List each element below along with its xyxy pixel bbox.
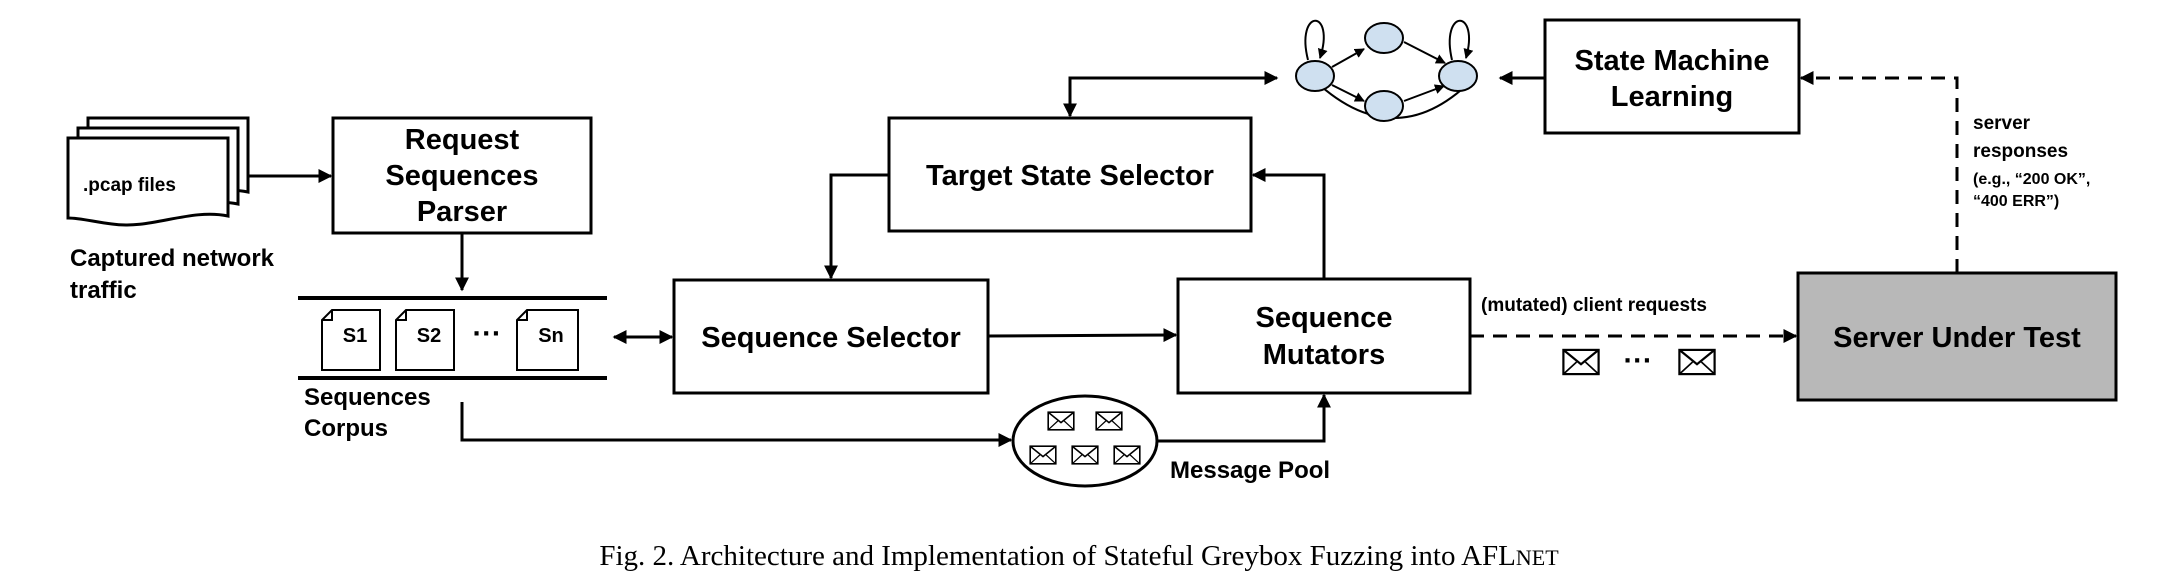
message-envelope-icon [1071, 445, 1099, 465]
figure-caption: Fig. 2. Architecture and Implementation … [599, 540, 1559, 572]
sequence-file-icon [395, 309, 455, 371]
message-envelope-icon [1095, 411, 1123, 431]
responses-label-1: server [1973, 113, 2031, 134]
mutators-label-1: Sequence [1256, 302, 1393, 334]
sequence-file-icon [516, 309, 579, 371]
target-to-selector-arrow [824, 173, 889, 280]
request-envelope-icon [1562, 348, 1600, 376]
message-envelope-icon [1047, 411, 1075, 431]
state-machine-learning-box [1543, 18, 1801, 135]
sequence-selector-label: Sequence Selector [701, 322, 961, 354]
state-machine-label-2: Learning [1611, 81, 1733, 113]
server-under-test-label: Server Under Test [1833, 322, 2081, 354]
request-sequences-parser-box [331, 116, 593, 235]
responses-label-3: (e.g., “200 OK”, [1973, 171, 2090, 188]
responses-label-4: “400 ERR”) [1973, 193, 2059, 210]
captured-traffic-label-1: Captured network [70, 245, 275, 272]
state-machine-graph [1295, 19, 1478, 122]
requests-ellipsis: ··· [1624, 345, 1653, 377]
sequence-file-icon [321, 309, 381, 371]
sequence-s1: S1 [343, 325, 367, 347]
responses-arrow [1799, 71, 1959, 273]
parser-label-2: Sequences [385, 160, 538, 192]
sequence-mutators-box [1176, 277, 1472, 395]
target-state-selector-box [887, 116, 1253, 233]
mutators-label-2: Mutators [1263, 339, 1385, 371]
pcap-files-label: .pcap files [83, 175, 176, 196]
target-state-selector-label: Target State Selector [926, 160, 1214, 192]
pool-to-mutators-arrow [1157, 393, 1331, 443]
pcap-files-icon [66, 116, 250, 227]
corpus-label-2: Corpus [304, 415, 388, 442]
parser-label-1: Request [405, 124, 520, 156]
message-envelope-icon [1029, 445, 1057, 465]
message-pool-label: Message Pool [1170, 457, 1330, 484]
selector-to-mutators-arrow [987, 328, 1178, 343]
responses-label-2: responses [1973, 141, 2068, 162]
request-envelope-icon [1678, 348, 1716, 376]
target-state-machine-arrow [1063, 71, 1279, 118]
message-pool-ellipse [1011, 394, 1159, 488]
sequence-sn: Sn [538, 325, 564, 347]
corpus-ellipsis: ··· [473, 318, 502, 350]
sequences-corpus [298, 296, 607, 380]
requests-label: (mutated) client requests [1481, 295, 1707, 316]
mutators-to-target-arrow [1251, 168, 1326, 279]
captured-traffic-label-2: traffic [70, 277, 137, 304]
sequence-selector-box [672, 278, 990, 395]
message-envelope-icon [1113, 445, 1141, 465]
corpus-to-pool-arrow [460, 402, 1013, 447]
parser-label-3: Parser [417, 196, 507, 228]
sequence-s2: S2 [417, 325, 441, 347]
state-machine-label-1: State Machine [1575, 45, 1770, 77]
corpus-label-1: Sequences [304, 384, 431, 411]
